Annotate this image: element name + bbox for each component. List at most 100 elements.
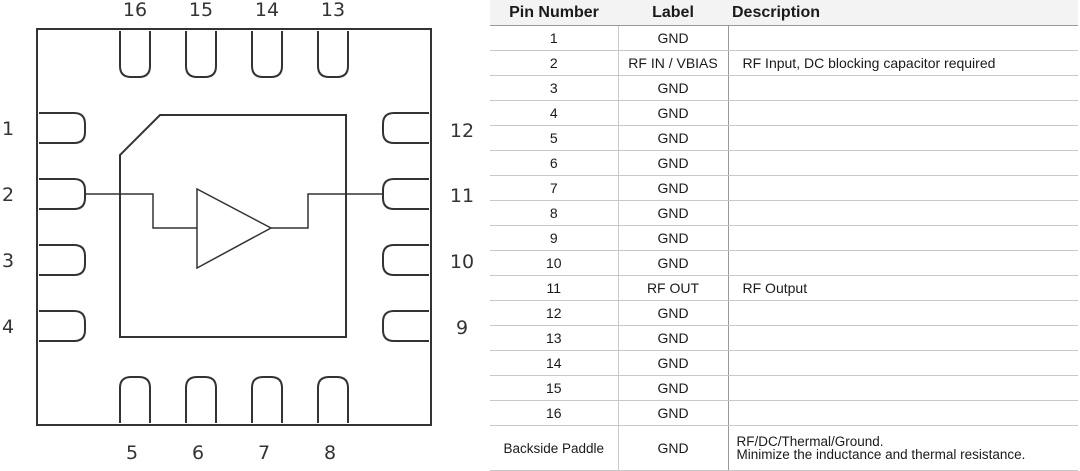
pad-2 [39,178,86,210]
pad-13 [317,31,349,78]
cell-pin: 12 [490,300,619,326]
pad-12 [382,112,429,144]
cell-pin: 2 [490,50,619,76]
cell-description [728,200,1078,226]
cell-pin: 10 [490,250,619,276]
cell-label: GND [618,325,729,351]
bottom-pads [119,376,349,423]
cell-label: GND [618,425,729,471]
pin-num-5: 5 [126,442,138,461]
cell-pin: 4 [490,100,619,126]
cell-pin: 6 [490,150,619,176]
cell-pin: 3 [490,75,619,101]
cell-description [728,75,1078,101]
pin-num-6: 6 [192,442,204,461]
cell-description [728,325,1078,351]
rf-output-trace [271,193,383,229]
cell-label: GND [618,250,729,276]
pin-num-16: 16 [123,0,147,21]
left-pads [39,112,86,342]
cell-pin: 9 [490,225,619,251]
cell-label: GND [618,350,729,376]
paddle-desc-line2: Minimize the inductance and thermal resi… [736,447,1026,462]
cell-description [728,25,1078,51]
pad-9 [382,310,429,342]
cell-label: GND [618,175,729,201]
pad-3 [39,244,86,276]
cell-description [728,350,1078,376]
cell-pin: 7 [490,175,619,201]
cell-description [728,400,1078,426]
pin-num-15: 15 [189,0,213,21]
cell-pin: 16 [490,400,619,426]
cell-label: RF OUT [618,275,729,301]
pad-15 [185,31,217,78]
right-pin-numbers: 12 11 10 9 [450,120,474,339]
table-header-row: Pin Number Label Description [490,0,1078,26]
cell-description: RF/DC/Thermal/Ground. Minimize the induc… [728,425,1078,471]
bottom-pin-numbers: 5 6 7 8 [126,442,336,461]
pin-num-14: 14 [255,0,279,21]
table-row-paddle: Backside Paddle GND RF/DC/Thermal/Ground… [490,425,1078,471]
cell-description [728,300,1078,326]
pin-num-11: 11 [450,185,474,207]
cell-label: GND [618,225,729,251]
die-paddle [119,114,347,338]
cell-description [728,250,1078,276]
pin-num-10: 10 [450,251,474,273]
pin-num-2: 2 [2,184,14,206]
right-pads [382,112,429,342]
pad-11 [382,178,429,210]
cell-description [728,225,1078,251]
cell-label: GND [618,300,729,326]
cell-description: RF Output [728,275,1078,301]
pad-1 [39,112,86,144]
pad-8 [317,376,349,423]
pin-num-9: 9 [456,317,468,339]
pin-num-7: 7 [258,442,270,461]
pad-10 [382,244,429,276]
cell-description: RF Input, DC blocking capacitor required [728,50,1078,76]
cell-label: GND [618,100,729,126]
cell-description [728,175,1078,201]
pin-num-12: 12 [450,120,474,142]
pin-num-3: 3 [2,250,14,272]
pin-num-4: 4 [2,316,14,338]
cell-description [728,150,1078,176]
cell-pin: 5 [490,125,619,151]
package-pinout-diagram: 16 15 14 13 5 6 7 8 1 2 3 4 12 11 10 9 [2,0,474,461]
cell-pin: 13 [490,325,619,351]
header-description: Description [728,0,1078,26]
cell-pin: Backside Paddle [490,425,619,471]
cell-description [728,375,1078,401]
pad-7 [251,376,283,423]
cell-description [728,100,1078,126]
rf-input-trace [85,193,197,229]
cell-pin: 11 [490,275,619,301]
pin-num-1: 1 [2,118,14,140]
left-pin-numbers: 1 2 3 4 [2,118,14,338]
pad-14 [251,31,283,78]
paddle-desc-line1: RF/DC/Thermal/Ground. [736,434,884,449]
amplifier-triangle-icon [196,187,273,270]
cell-description [728,125,1078,151]
cell-pin: 15 [490,375,619,401]
cell-label: RF IN / VBIAS [618,50,729,76]
cell-pin: 14 [490,350,619,376]
cell-label: GND [618,200,729,226]
cell-label: GND [618,125,729,151]
